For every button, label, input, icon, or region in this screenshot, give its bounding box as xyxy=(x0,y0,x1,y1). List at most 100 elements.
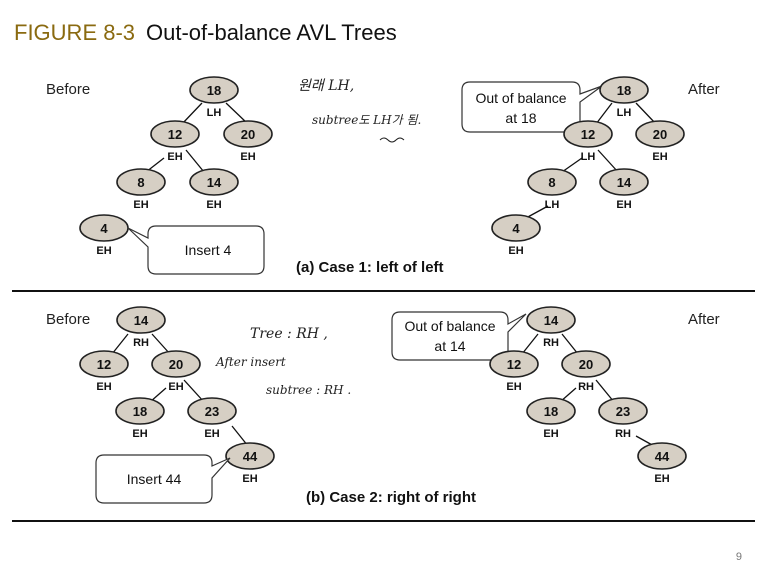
svg-text:20: 20 xyxy=(579,357,593,372)
svg-text:RH: RH xyxy=(133,337,149,349)
case1-after-edges xyxy=(525,102,657,219)
case2-after-node-12: 12 EH xyxy=(489,350,539,393)
svg-text:EH: EH xyxy=(616,199,631,211)
case2-after-node-44: 44 EH xyxy=(637,442,687,485)
svg-text:20: 20 xyxy=(169,357,183,372)
case1-after-node-4: 4 EH xyxy=(491,214,541,257)
svg-text:18: 18 xyxy=(207,83,221,98)
case1-before-node-12: 12 EH xyxy=(150,120,200,163)
svg-text:EH: EH xyxy=(543,428,558,440)
svg-text:23: 23 xyxy=(205,404,219,419)
svg-text:4: 4 xyxy=(100,221,108,236)
case2-after-node-20: 20 RH xyxy=(561,350,611,393)
svg-text:20: 20 xyxy=(653,127,667,142)
svg-text:EH: EH xyxy=(242,473,257,485)
svg-text:12: 12 xyxy=(97,357,111,372)
case1-after-node-14: 14 EH xyxy=(599,168,649,211)
case2-before-node-14: 14 RH xyxy=(116,306,166,349)
svg-text:14: 14 xyxy=(617,175,632,190)
case2-before-node-12: 12 EH xyxy=(79,350,129,393)
svg-text:14: 14 xyxy=(134,313,149,328)
case1-hand-note-1: 원래 LH, xyxy=(298,78,354,94)
case2-hand-note-1: Tree : RH , xyxy=(250,326,328,342)
case1-after-node-8: 8 LH xyxy=(527,168,577,211)
svg-text:RH: RH xyxy=(615,428,631,440)
figure-number: FIGURE 8-3 xyxy=(14,20,135,45)
svg-text:LH: LH xyxy=(545,199,560,211)
svg-text:20: 20 xyxy=(241,127,255,142)
case2-out-callout: Out of balance at 14 xyxy=(391,311,527,361)
case2-before-node-44: 44 EH xyxy=(225,442,275,485)
case2-before-label: Before xyxy=(46,311,90,328)
case1-before-node-14: 14 EH xyxy=(189,168,239,211)
svg-text:EH: EH xyxy=(206,199,221,211)
case1-out-callout: Out of balance at 18 xyxy=(461,81,603,133)
case1-hand-note-2: subtree도 LH가 됨. xyxy=(312,113,421,127)
case1-after-label: After xyxy=(688,81,720,98)
svg-text:23: 23 xyxy=(616,404,630,419)
page-number: 9 xyxy=(736,551,742,563)
svg-text:at 14: at 14 xyxy=(434,338,465,354)
case2-caption: (b) Case 2: right of right xyxy=(306,489,476,506)
svg-text:EH: EH xyxy=(96,381,111,393)
case1-after-node-12: 12 LH xyxy=(563,120,613,163)
case2-before-edges xyxy=(111,333,249,447)
svg-text:12: 12 xyxy=(168,127,182,142)
svg-text:EH: EH xyxy=(133,199,148,211)
case2-before-node-18: 18 EH xyxy=(115,397,165,440)
svg-text:44: 44 xyxy=(243,449,258,464)
svg-text:12: 12 xyxy=(507,357,521,372)
case1-before-node-20: 20 EH xyxy=(223,120,273,163)
svg-text:14: 14 xyxy=(544,313,559,328)
case1-after-node-20: 20 EH xyxy=(635,120,685,163)
case2-insert-callout: Insert 44 xyxy=(95,454,231,504)
case2-before-node-20: 20 EH xyxy=(151,350,201,393)
case1-after-node-18: 18 LH xyxy=(599,76,649,119)
svg-text:LH: LH xyxy=(581,151,596,163)
case1-before-node-4: 4 EH xyxy=(79,214,129,257)
case2-after-node-14: 14 RH xyxy=(526,306,576,349)
svg-text:RH: RH xyxy=(578,381,594,393)
svg-text:EH: EH xyxy=(240,151,255,163)
case2-after-node-18: 18 EH xyxy=(526,397,576,440)
svg-text:LH: LH xyxy=(207,107,222,119)
case2-hand-note-3: subtree : RH . xyxy=(266,383,351,397)
svg-text:EH: EH xyxy=(96,245,111,257)
svg-text:Insert 4: Insert 4 xyxy=(185,242,232,258)
svg-text:8: 8 xyxy=(548,175,555,190)
svg-text:RH: RH xyxy=(543,337,559,349)
svg-text:18: 18 xyxy=(544,404,558,419)
svg-text:Out of balance: Out of balance xyxy=(404,318,495,334)
svg-text:at 18: at 18 xyxy=(505,110,536,126)
svg-text:EH: EH xyxy=(168,381,183,393)
case1-before-label: Before xyxy=(46,81,90,98)
svg-text:EH: EH xyxy=(652,151,667,163)
case2-after-node-23: 23 RH xyxy=(598,397,648,440)
case1-before-node-8: 8 EH xyxy=(116,168,166,211)
svg-text:4: 4 xyxy=(512,221,520,236)
case1-insert-callout: Insert 4 xyxy=(127,225,265,275)
svg-text:Out of balance: Out of balance xyxy=(475,90,566,106)
case1-hand-squiggle xyxy=(379,137,405,143)
case1-before-node-18: 18 LH xyxy=(189,76,239,119)
svg-text:Insert 44: Insert 44 xyxy=(127,471,182,487)
svg-text:EH: EH xyxy=(132,428,147,440)
case2-after-label: After xyxy=(688,311,720,328)
svg-text:44: 44 xyxy=(655,449,670,464)
svg-text:8: 8 xyxy=(137,175,144,190)
svg-text:18: 18 xyxy=(617,83,631,98)
svg-text:EH: EH xyxy=(508,245,523,257)
svg-text:18: 18 xyxy=(133,404,147,419)
case2-before-node-23: 23 EH xyxy=(187,397,237,440)
svg-text:14: 14 xyxy=(207,175,222,190)
case1-caption: (a) Case 1: left of left xyxy=(296,259,444,276)
svg-text:LH: LH xyxy=(617,107,632,119)
svg-text:EH: EH xyxy=(654,473,669,485)
svg-text:EH: EH xyxy=(167,151,182,163)
svg-text:EH: EH xyxy=(204,428,219,440)
figure-title: Out-of-balance AVL Trees xyxy=(146,20,397,45)
svg-text:EH: EH xyxy=(506,381,521,393)
svg-text:12: 12 xyxy=(581,127,595,142)
case2-hand-note-2: After insert xyxy=(215,355,286,369)
